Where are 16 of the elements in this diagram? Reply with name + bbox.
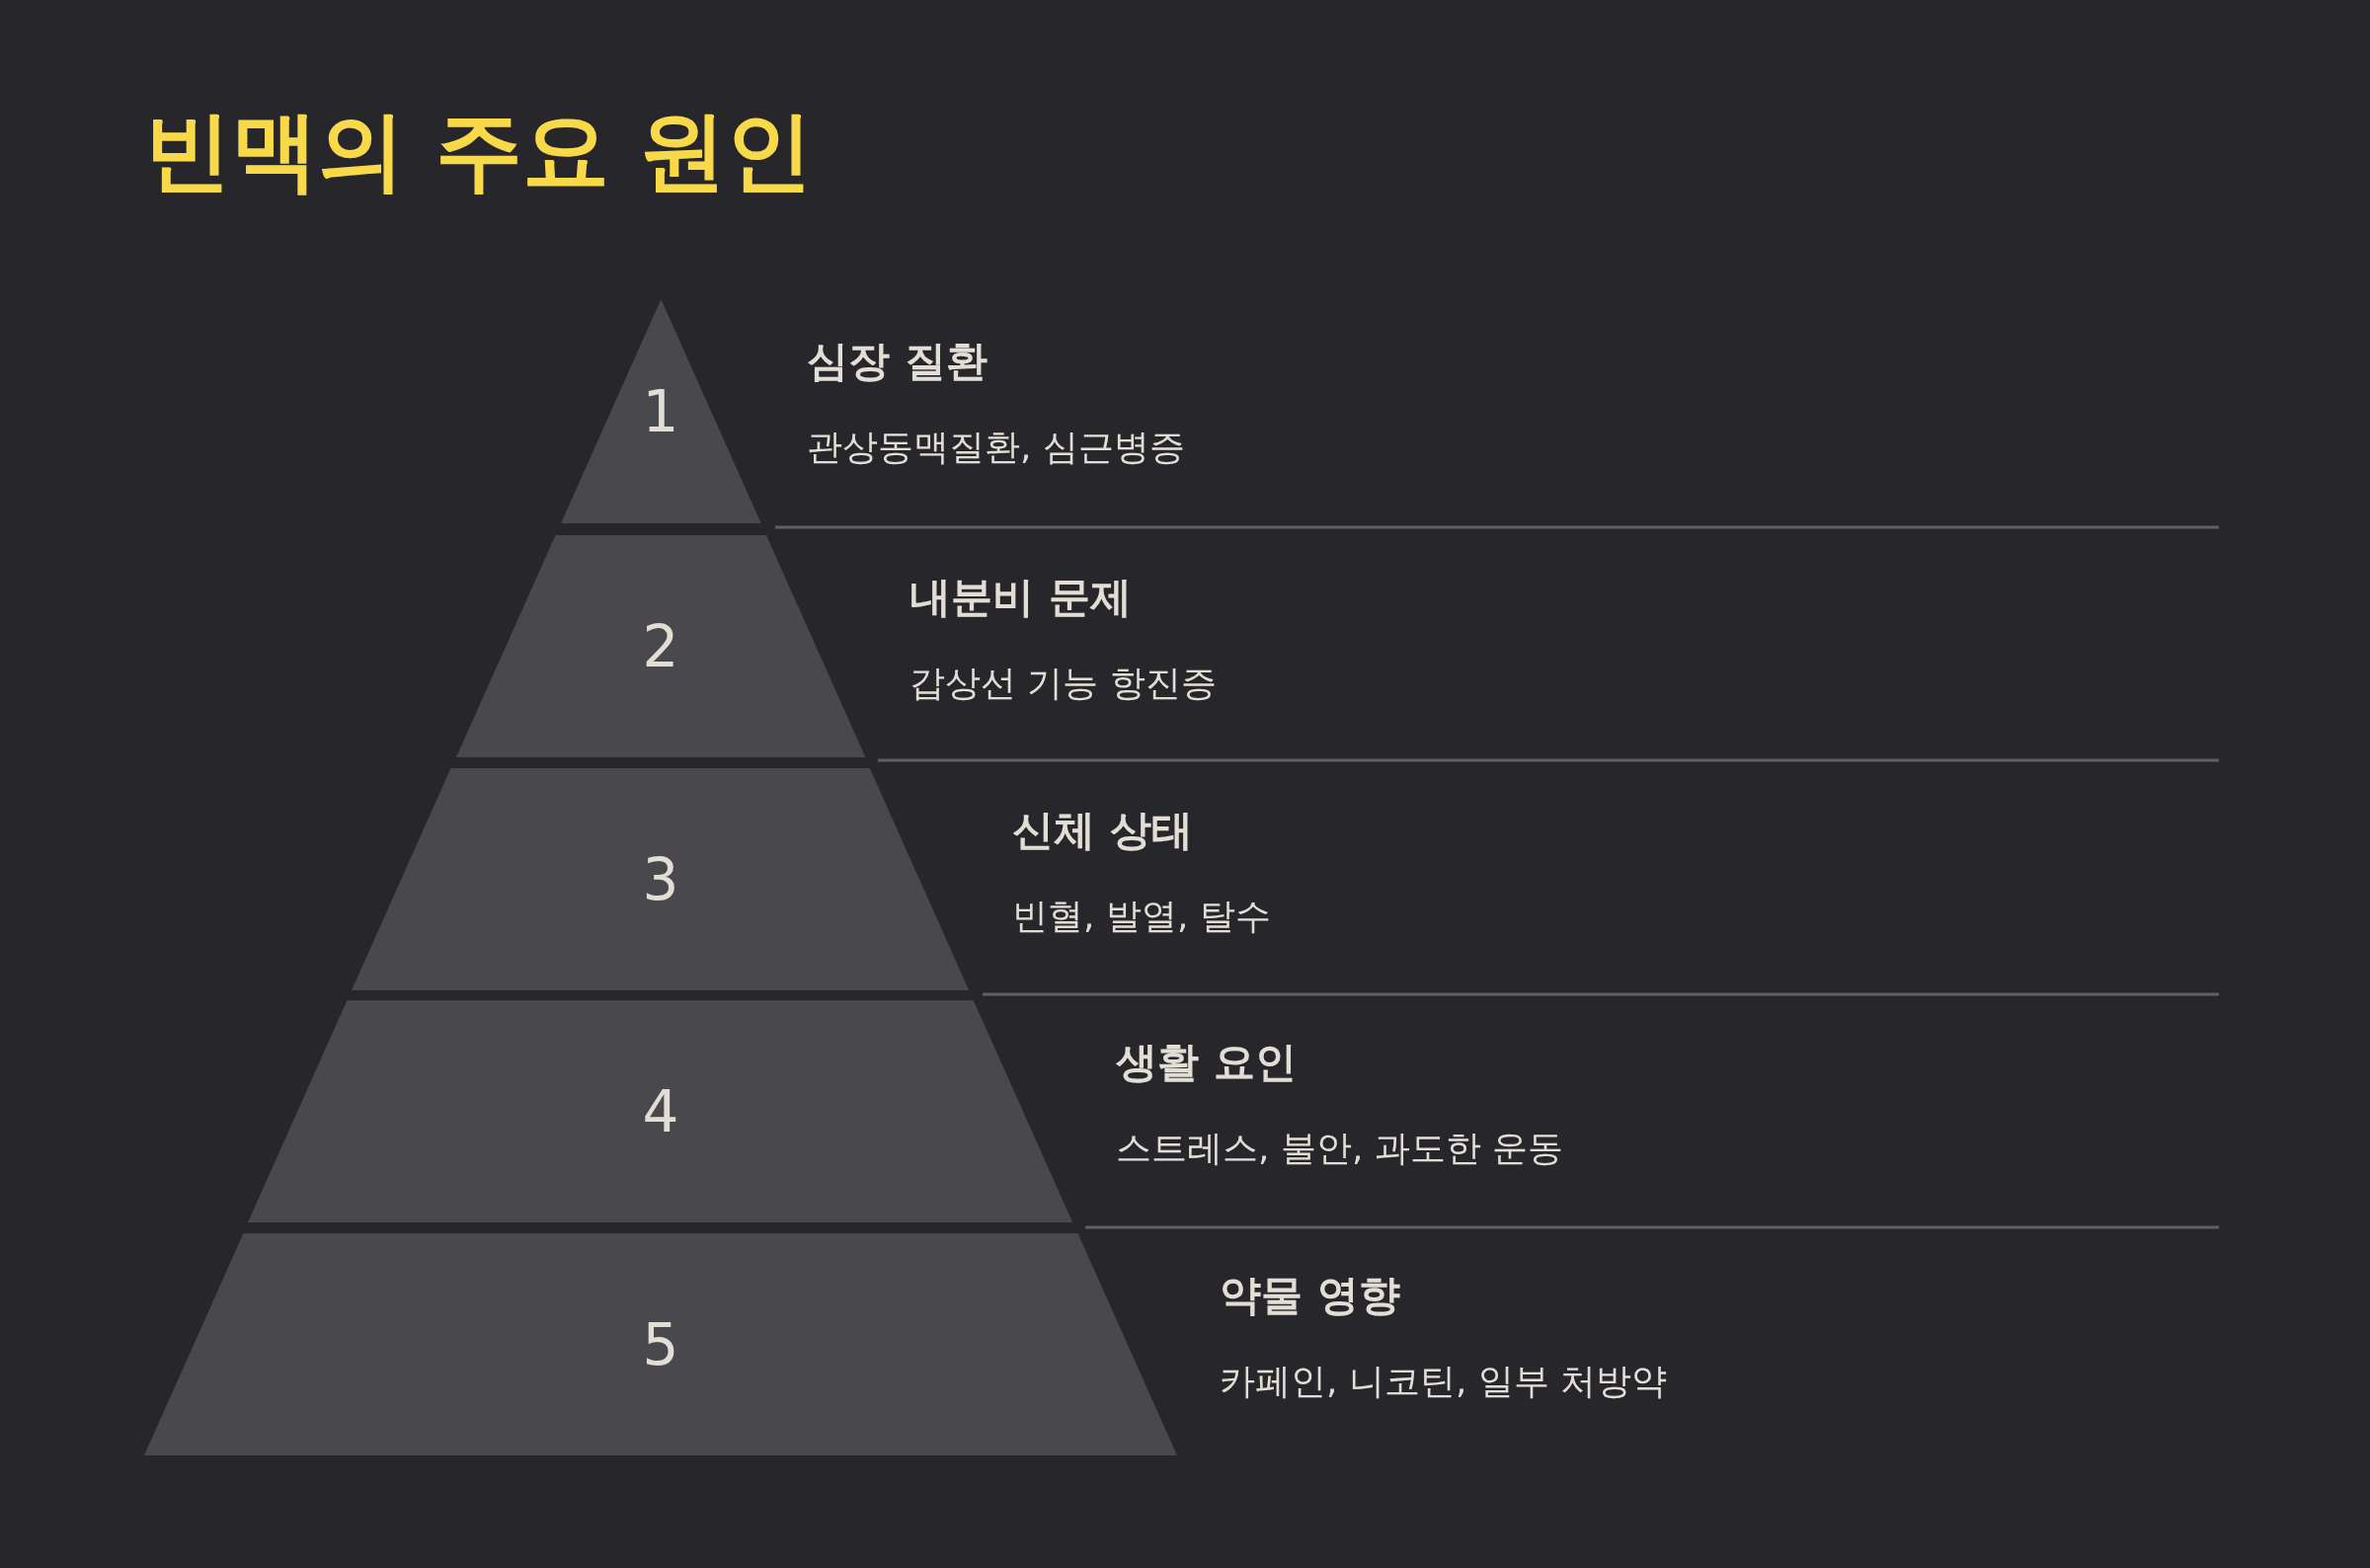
cause-description: 갑상선 기능 항진증: [909, 662, 1217, 705]
tier-number: 1: [641, 382, 680, 440]
cause-description: 관상동맥질환, 심근병증: [807, 426, 1185, 469]
cause-description: 카페인, 니코틴, 일부 처방약: [1220, 1360, 1668, 1403]
cause-heading: 심장 질환: [807, 337, 988, 387]
cause-description: 빈혈, 발열, 탈수: [1012, 895, 1271, 938]
cause-heading: 내분비 문제: [909, 573, 1132, 623]
title: 빈맥의 주요 원인: [144, 99, 814, 203]
cause-description: 스트레스, 불안, 과도한 운동: [1116, 1127, 1564, 1170]
tier-number: 5: [641, 1315, 680, 1373]
tier-number: 3: [641, 850, 680, 908]
cause-heading: 생활 요인: [1116, 1038, 1297, 1088]
tier-number: 2: [641, 617, 680, 675]
tier-number: 4: [641, 1082, 680, 1140]
cause-heading: 신체 상태: [1012, 806, 1193, 856]
cause-heading: 약물 영향: [1220, 1271, 1400, 1321]
